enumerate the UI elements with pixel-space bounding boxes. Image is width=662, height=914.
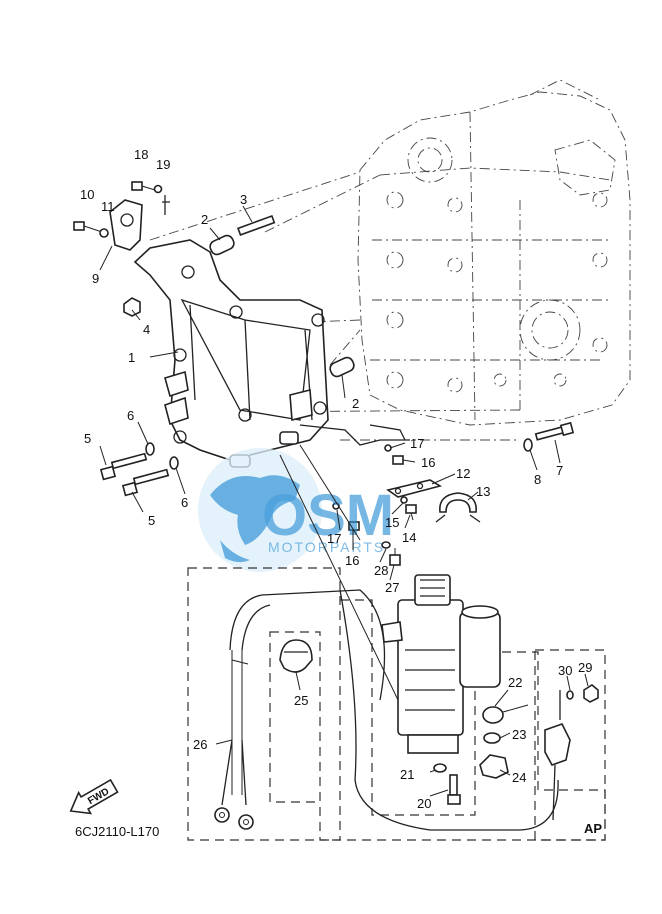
screw-part-16-upper	[392, 455, 404, 465]
callout-30: 30	[558, 663, 572, 678]
bolt-part-18	[131, 181, 156, 191]
callout-1: 1	[128, 350, 135, 365]
callout-14: 14	[402, 530, 416, 545]
watermark: OSM MOTORPARTS	[198, 448, 394, 572]
nut-part-4	[123, 297, 141, 317]
callout-6-lower: 6	[181, 495, 188, 510]
callout-16-lower: 16	[345, 553, 359, 568]
callout-labels: 1 2 2 3 4 5 5 6 6 7 8 9 10 11 12 13 14 1…	[80, 147, 592, 811]
starter-motor	[381, 574, 501, 754]
collar-part-2-lower	[329, 356, 355, 378]
washer-part-6-lower	[169, 456, 179, 470]
ground-lead	[279, 454, 399, 701]
callout-21: 21	[400, 767, 414, 782]
diagram-code: 6CJ2110-L170	[75, 824, 159, 839]
washer-part-30	[566, 690, 574, 700]
callout-12: 12	[456, 466, 470, 481]
callout-9: 9	[92, 271, 99, 286]
callout-11: 11	[101, 199, 115, 214]
collar-part-2-upper	[209, 234, 235, 256]
plate-part-9	[109, 199, 143, 251]
lead-wire	[299, 444, 361, 541]
washer-part-15	[400, 496, 408, 504]
washer-part-8	[523, 438, 533, 452]
relay-lead	[544, 690, 571, 821]
bolt-part-20	[447, 774, 461, 805]
callout-2-upper: 2	[201, 212, 208, 227]
washer-part-6-upper	[145, 442, 155, 456]
callout-28: 28	[374, 563, 388, 578]
bolt-part-14	[405, 504, 417, 521]
terminal-part-22	[482, 704, 529, 724]
clamp-part-13	[435, 492, 481, 523]
cap-part-24	[479, 754, 509, 779]
callout-15: 15	[385, 515, 399, 530]
callout-16-upper: 16	[421, 455, 435, 470]
callout-17-upper: 17	[410, 436, 424, 451]
clamp-part-25	[279, 639, 313, 673]
stud-part-3	[237, 214, 276, 236]
bolt-part-10	[73, 221, 103, 233]
bolt-part-7	[534, 421, 575, 441]
callout-27: 27	[385, 580, 399, 595]
washer-part-11	[99, 228, 109, 238]
callout-17-lower: 17	[327, 531, 341, 546]
holder-part-12	[386, 479, 443, 498]
callout-10: 10	[80, 187, 94, 202]
fwd-arrow: FWD	[69, 778, 119, 815]
callout-5-upper: 5	[84, 431, 91, 446]
callout-13: 13	[476, 484, 490, 499]
callout-18: 18	[134, 147, 148, 162]
washer-part-21	[433, 763, 447, 773]
callout-23: 23	[512, 727, 526, 742]
fwd-label: FWD	[86, 786, 111, 807]
callout-8: 8	[534, 472, 541, 487]
bracket-part-1	[133, 239, 329, 468]
callout-29: 29	[578, 660, 592, 675]
callout-2-lower: 2	[352, 396, 359, 411]
nut-part-23	[483, 732, 501, 744]
cable-clip	[369, 424, 406, 441]
dashed-group-boxes	[187, 567, 606, 841]
callout-3: 3	[240, 192, 247, 207]
watermark-brand: OSM	[262, 483, 394, 548]
callout-4: 4	[143, 322, 150, 337]
callout-5-lower: 5	[148, 513, 155, 528]
callout-7: 7	[556, 463, 563, 478]
callout-20: 20	[417, 796, 431, 811]
engine-block-outline	[357, 79, 631, 426]
watermark-subtitle: MOTORPARTS	[268, 539, 385, 555]
nut-part-29	[583, 684, 599, 703]
callout-26: 26	[193, 737, 207, 752]
callout-leaders	[99, 205, 589, 797]
cable-route	[299, 424, 410, 446]
callout-19: 19	[156, 157, 170, 172]
callout-22: 22	[508, 675, 522, 690]
bolt-part-5-lower	[121, 468, 170, 497]
bolt-part-5-upper	[99, 452, 148, 481]
callout-25: 25	[294, 693, 308, 708]
cable-part-26	[214, 589, 559, 831]
washer-part-28	[381, 541, 391, 549]
callout-6-upper: 6	[127, 408, 134, 423]
bolt-part-27	[389, 548, 401, 566]
ap-label: AP	[584, 821, 602, 836]
callout-24: 24	[512, 770, 526, 785]
clip-part-19	[153, 184, 170, 215]
